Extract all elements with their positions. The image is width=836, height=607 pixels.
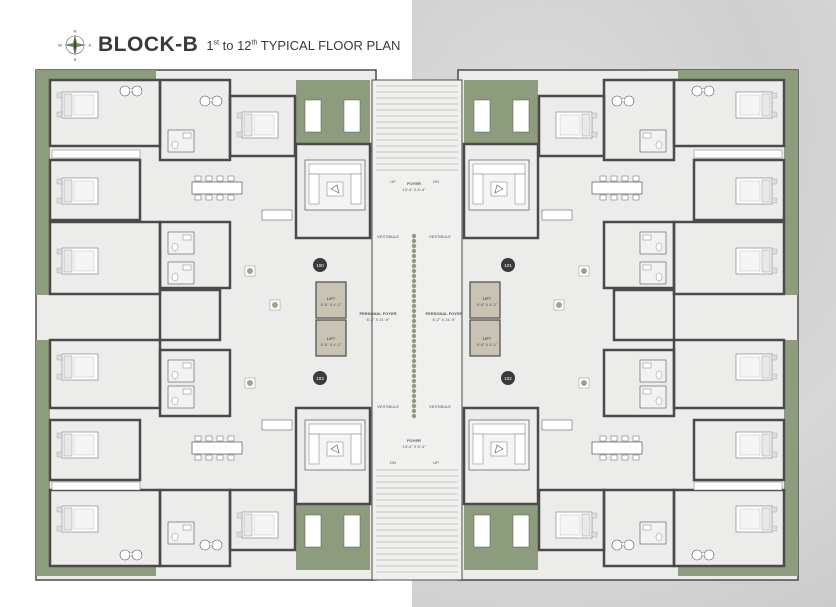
planter-shrub bbox=[411, 233, 417, 239]
staircase-bottom bbox=[376, 469, 458, 573]
planter-shrub bbox=[411, 303, 417, 309]
unit-100-label: 100 bbox=[316, 263, 324, 268]
stair-bottom-up: UP bbox=[433, 460, 439, 465]
planter-shrub bbox=[411, 288, 417, 294]
planter-shrub bbox=[411, 388, 417, 394]
personal-foyer-right-size: 6'-2" X 21'-9" bbox=[432, 317, 456, 322]
planter-shrub bbox=[411, 318, 417, 324]
planter-shrub bbox=[411, 403, 417, 409]
planter-shrub bbox=[411, 338, 417, 344]
vestibule-label-4: VESTIBULE bbox=[429, 404, 451, 409]
sub-suffix: TYPICAL FLOOR PLAN bbox=[257, 37, 401, 53]
lift-left-2 bbox=[315, 319, 347, 357]
foyer-bottom-label: FOYER bbox=[407, 438, 421, 443]
plan-subtitle: 1st to 12th TYPICAL FLOOR PLAN bbox=[206, 38, 400, 53]
planter-shrub bbox=[411, 248, 417, 254]
lift-size-4: 6'-6" X 4'-1" bbox=[477, 342, 498, 347]
plan-right-half bbox=[457, 69, 799, 581]
planter-shrub bbox=[411, 293, 417, 299]
staircase-top bbox=[376, 85, 458, 171]
unit-badge-102 bbox=[501, 371, 515, 385]
personal-foyer-right-label: PERSONAL FOYER bbox=[425, 311, 462, 316]
planter-shrub bbox=[411, 243, 417, 249]
compass-n-label: N bbox=[74, 29, 77, 34]
compass-e-label: E bbox=[89, 43, 92, 48]
vestibule-label-3: VESTIBULE bbox=[377, 404, 399, 409]
lift-size-3: 6'-6" X 4'-2" bbox=[477, 302, 498, 307]
planter-shrub bbox=[411, 298, 417, 304]
sub-sup2: th bbox=[251, 39, 258, 47]
unit-103-label: 103 bbox=[316, 376, 324, 381]
planter-shrub bbox=[411, 268, 417, 274]
planter-shrub bbox=[411, 253, 417, 259]
planter-shrub bbox=[411, 258, 417, 264]
planter-shrub bbox=[411, 378, 417, 384]
planter-shrub bbox=[411, 353, 417, 359]
foyer-bottom-size: 13'-4" X 6'-4" bbox=[402, 444, 426, 449]
sub-prefix: 1 bbox=[206, 37, 214, 53]
vestibule-label-1: VESTIBULE bbox=[377, 234, 399, 239]
compass-s-label: S bbox=[74, 57, 77, 62]
sub-mid: to 12 bbox=[219, 37, 252, 53]
planter-shrub bbox=[411, 368, 417, 374]
planter-shrub bbox=[411, 323, 417, 329]
planter-shrub bbox=[411, 313, 417, 319]
planter-shrub bbox=[411, 348, 417, 354]
planter-shrub bbox=[411, 343, 417, 349]
stair-bottom-dn: DN bbox=[390, 460, 396, 465]
planter-shrub bbox=[411, 308, 417, 314]
planter-shrub bbox=[411, 273, 417, 279]
personal-foyer-left-label: PERSONAL FOYER bbox=[359, 311, 396, 316]
block-title: BLOCK-B bbox=[98, 33, 199, 56]
planter-shrub bbox=[411, 393, 417, 399]
compass-icon: N S E W bbox=[58, 28, 92, 63]
lift-label-2: LIFT bbox=[327, 336, 336, 341]
planter-shrub bbox=[411, 373, 417, 379]
foyer-top-size: 13'-4" X 6'-4" bbox=[402, 187, 426, 192]
sub-sup1: st bbox=[213, 39, 220, 47]
stair-top-up: UP bbox=[390, 179, 396, 184]
personal-foyer-left-size: 6'-2" X 21'-9" bbox=[366, 317, 390, 322]
planter-shrub bbox=[411, 238, 417, 244]
page-header: N S E W BLOCK-B 1st to 12th TYPICAL FLOO… bbox=[58, 28, 400, 63]
vestibule-label-2: VESTIBULE bbox=[429, 234, 451, 239]
lift-label-3: LIFT bbox=[483, 296, 492, 301]
lift-label-1: LIFT bbox=[327, 296, 336, 301]
planter-shrub bbox=[411, 263, 417, 269]
planter-shrub bbox=[411, 283, 417, 289]
unit-badge-103 bbox=[313, 371, 327, 385]
compass-w-label: W bbox=[58, 43, 62, 48]
lift-size-1: 6'-6" X 4'-1" bbox=[321, 302, 342, 307]
planter-shrub bbox=[411, 278, 417, 284]
lift-size-2: 6'-6" X 4'-1" bbox=[321, 342, 342, 347]
planter-shrub bbox=[411, 383, 417, 389]
lift-right-1 bbox=[469, 281, 501, 319]
planter-shrub bbox=[411, 413, 417, 419]
planter-shrub bbox=[411, 358, 417, 364]
stair-top-dn: DN bbox=[433, 179, 439, 184]
unit-badge-100 bbox=[313, 258, 327, 272]
foyer-top-label: FOYER bbox=[407, 181, 421, 186]
unit-badge-101 bbox=[501, 258, 515, 272]
lift-left-1 bbox=[315, 281, 347, 319]
planter-strip bbox=[411, 233, 417, 419]
unit-101-label: 101 bbox=[504, 263, 512, 268]
planter-shrub bbox=[411, 363, 417, 369]
planter-shrub bbox=[411, 398, 417, 404]
unit-102-label: 102 bbox=[504, 376, 512, 381]
lift-label-4: LIFT bbox=[483, 336, 492, 341]
planter-shrub bbox=[411, 328, 417, 334]
lift-right-2 bbox=[469, 319, 501, 357]
central-core: FOYER 13'-4" X 6'-4" UP DN FOYER 13'-4" … bbox=[313, 79, 515, 581]
planter-shrub bbox=[411, 333, 417, 339]
planter-shrub bbox=[411, 408, 417, 414]
